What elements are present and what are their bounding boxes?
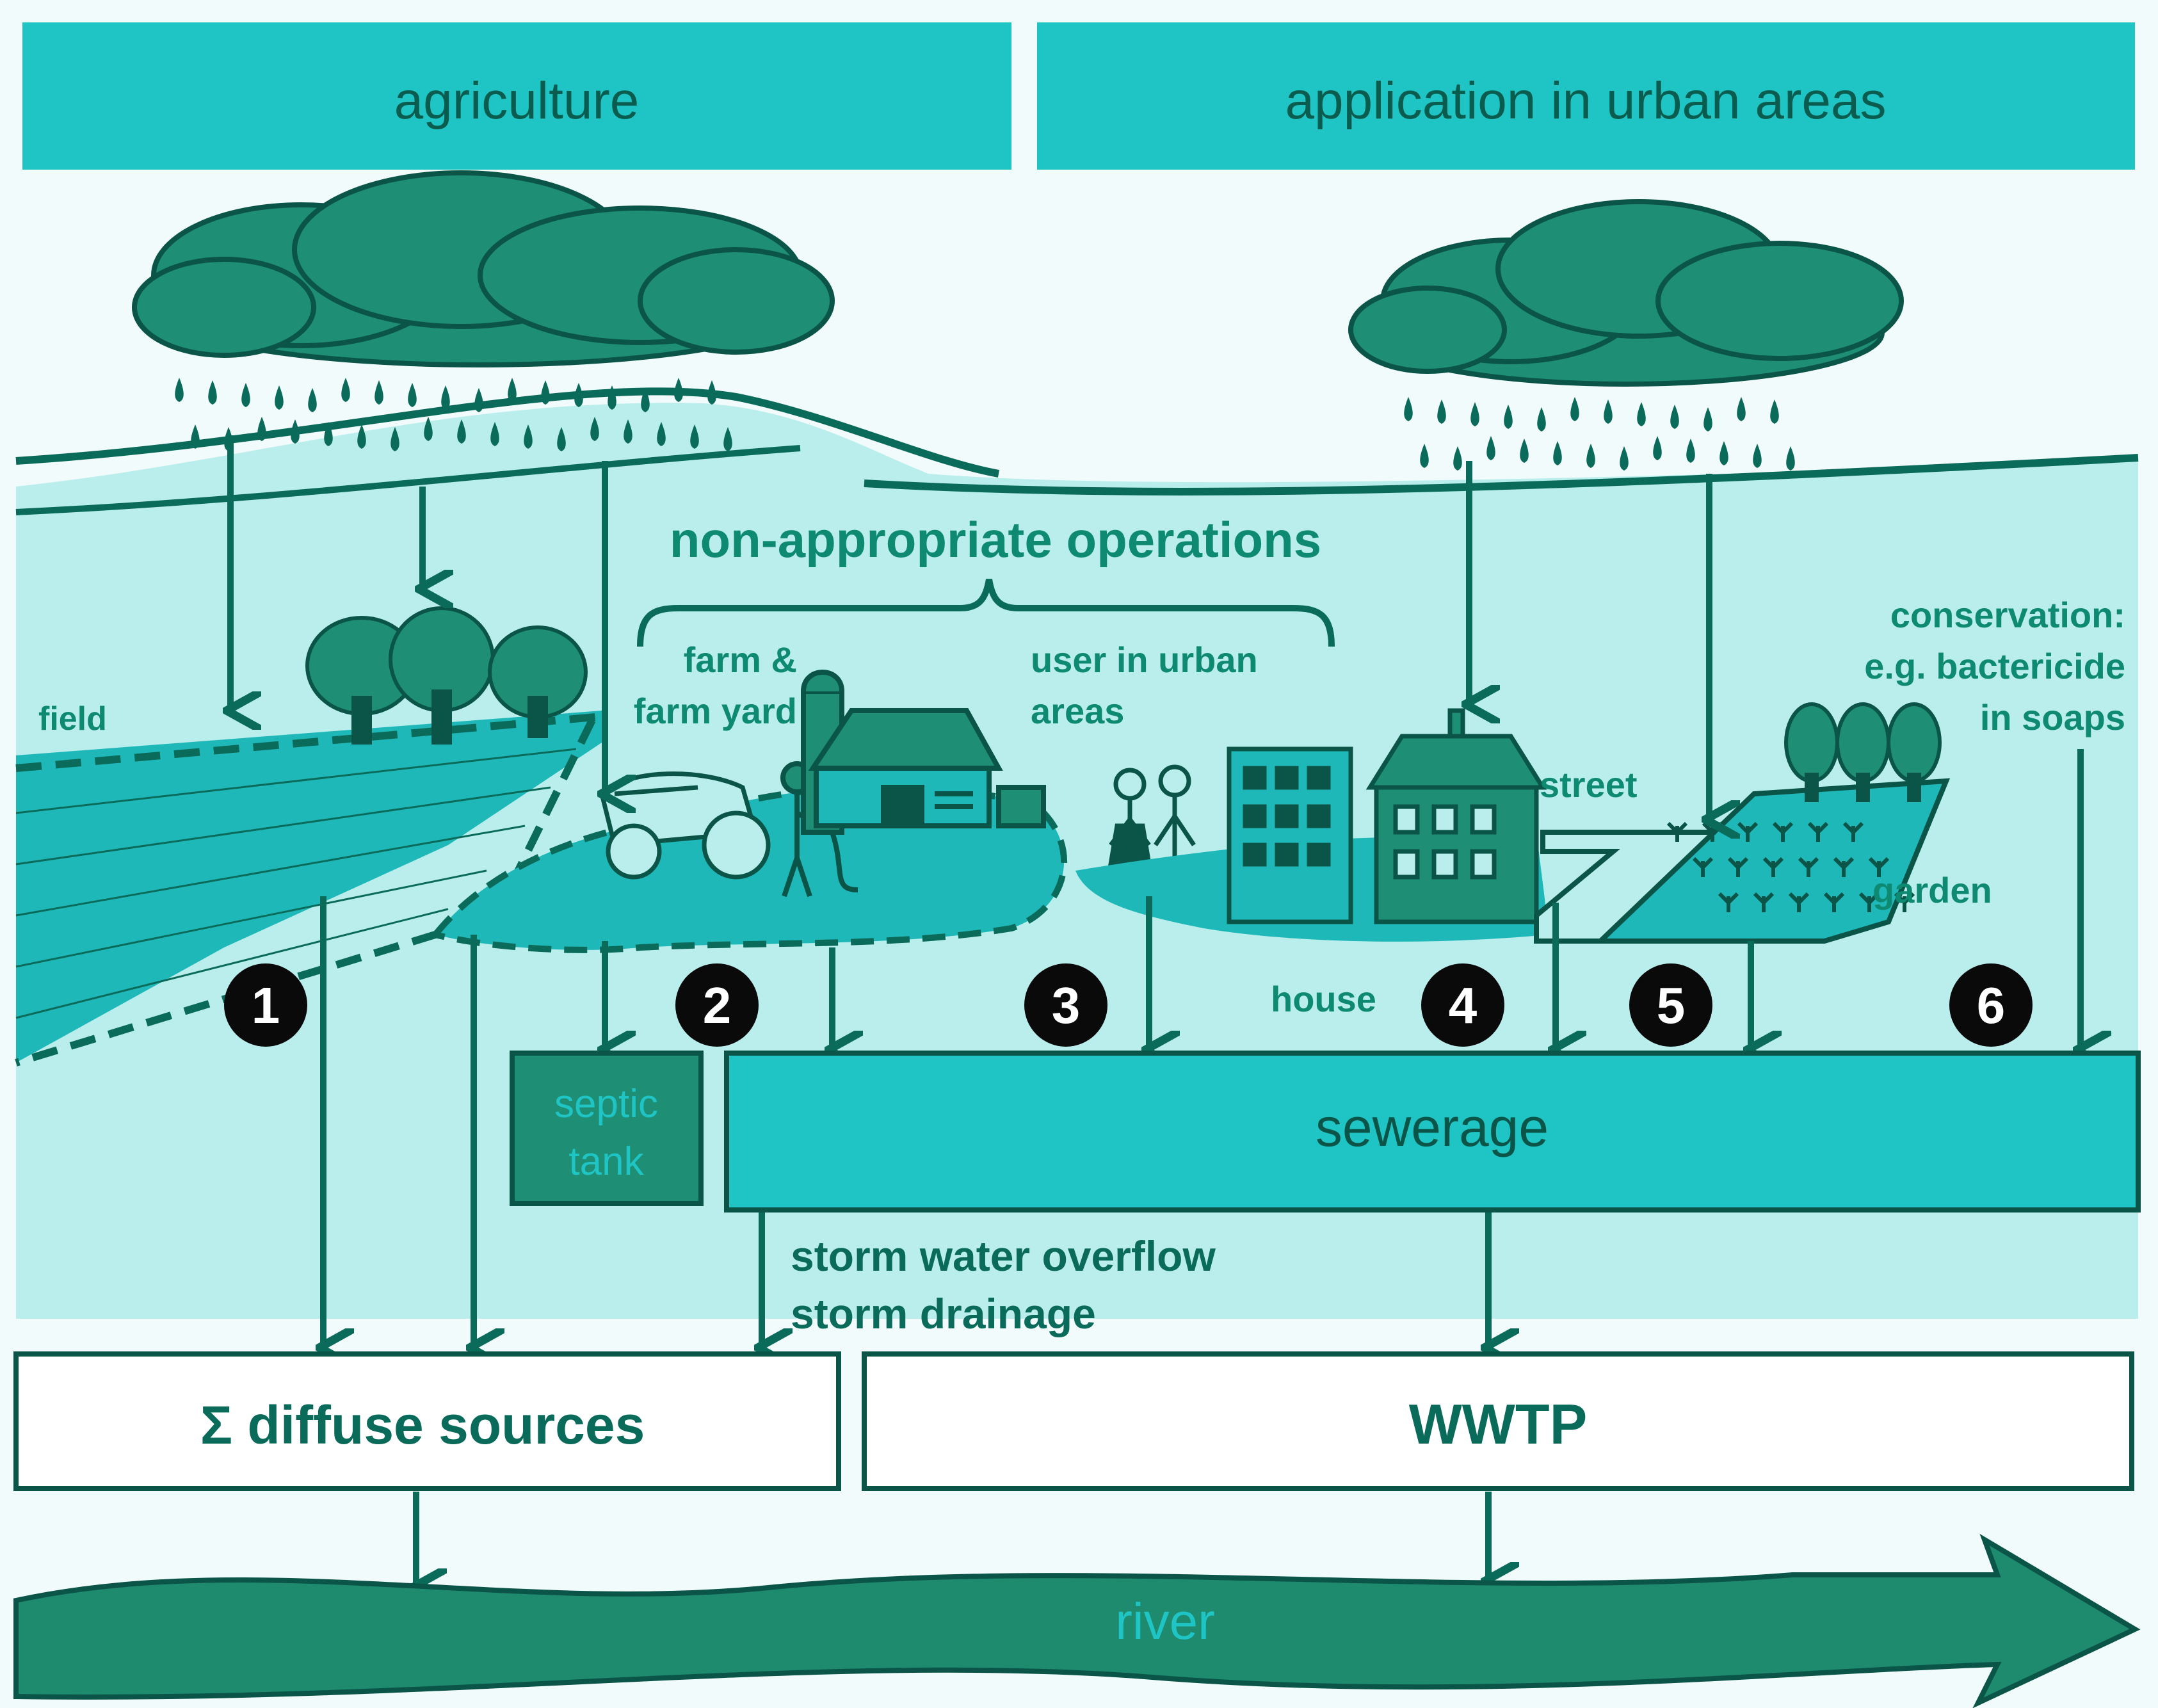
septic-label-line1: septic [554, 1082, 658, 1126]
user-label-line1: user in urban [1031, 640, 1258, 680]
pathway-number-2: 2 [703, 977, 732, 1034]
barn-icon [801, 670, 1046, 835]
storm-label-line1: storm water overflow [791, 1232, 1216, 1280]
wwtp-box [862, 1351, 2134, 1491]
pathway-marker-3 [1024, 963, 1107, 1047]
river-shape [13, 1533, 2141, 1708]
urban-header: application in urban areas [1285, 72, 1886, 130]
cloud-right-icon [1348, 199, 1904, 387]
septic-tank-box [510, 1051, 704, 1206]
pathway-markers: 1 2 3 4 5 6 [224, 963, 2033, 1047]
pathway-marker-4 [1421, 963, 1504, 1047]
conservation-label-line2: e.g. bactericide [1864, 646, 2125, 686]
storm-label-line2: storm drainage [791, 1290, 1096, 1337]
pathway-marker-5 [1629, 963, 1712, 1047]
rain-left-icon [175, 378, 732, 451]
trees-icon [305, 606, 588, 745]
cloud-left-icon [132, 170, 835, 367]
conservation-label-line3: in soaps [1980, 697, 2125, 737]
farm-label-line2: farm yard [634, 691, 797, 731]
hill-line-right [864, 454, 2139, 495]
pathway-marker-2 [675, 963, 759, 1047]
pathway-number-4: 4 [1449, 977, 1478, 1034]
pathway-marker-6 [1949, 963, 2033, 1047]
sewerage-label: sewerage [1316, 1097, 1549, 1157]
operations-brace [637, 579, 1335, 647]
conservation-label-line1: conservation: [1890, 595, 2125, 635]
pathway-number-1: 1 [252, 977, 280, 1034]
septic-label-line2: tank [568, 1140, 644, 1184]
pathway-number-3: 3 [1052, 977, 1081, 1034]
hill-line-left-lower [15, 445, 801, 515]
pathway-number-5: 5 [1657, 977, 1686, 1034]
hill-line-left [15, 387, 1000, 478]
diffuse-sources-label: Σ diffuse sources [200, 1395, 645, 1455]
urban-header-bar [1037, 22, 2135, 170]
flow-arrows [230, 435, 2081, 1588]
agriculture-header-bar [22, 22, 1011, 170]
river-label: river [1115, 1593, 1215, 1650]
garden-icon [1594, 702, 1951, 944]
garden-label: garden [1872, 870, 1992, 910]
street-label: street [1540, 764, 1638, 805]
field-label: field [38, 700, 107, 737]
non-appropriate-label: non-appropriate operations [670, 512, 1321, 568]
diffuse-sources-box [13, 1351, 841, 1491]
sewerage-box [724, 1051, 2141, 1213]
rain-right-icon [1404, 397, 1795, 471]
wwtp-label: WWTP [1409, 1392, 1588, 1456]
house-label: house [1271, 979, 1376, 1019]
farm-label-line1: farm & [684, 640, 797, 680]
agriculture-header: agriculture [394, 72, 640, 130]
user-label-line2: areas [1031, 691, 1124, 731]
pathway-marker-1 [224, 963, 307, 1047]
pathway-number-6: 6 [1977, 977, 2006, 1034]
buildings-icon [1227, 708, 1547, 924]
